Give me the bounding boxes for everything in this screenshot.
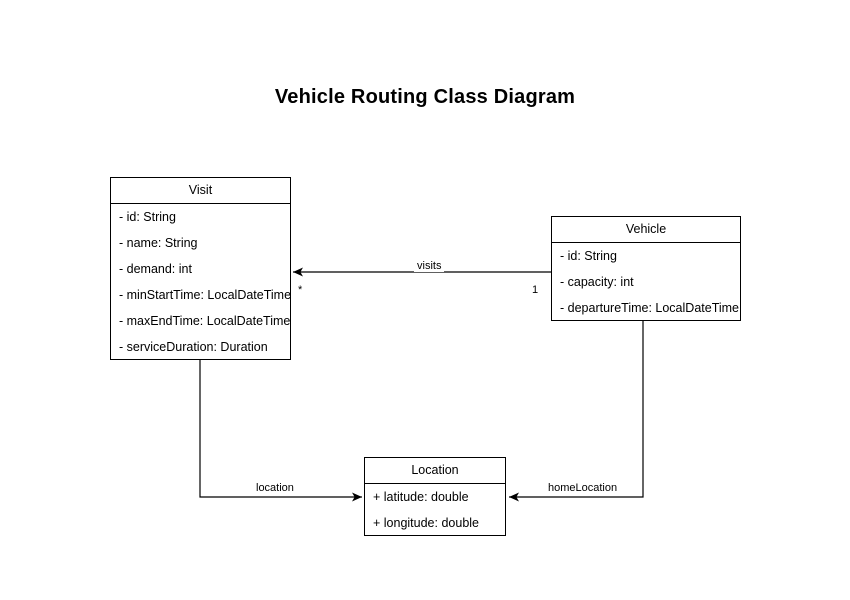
class-attributes-vehicle: - id: String - capacity: int - departure… xyxy=(552,243,740,321)
class-attribute: - maxEndTime: LocalDateTime xyxy=(119,314,291,328)
association-label-homelocation: homeLocation xyxy=(545,482,621,494)
class-attributes-location: + latitude: double + longitude: double xyxy=(365,484,505,536)
class-name-visit: Visit xyxy=(111,178,290,204)
class-attribute: - departureTime: LocalDateTime xyxy=(560,301,740,315)
class-attribute: - demand: int xyxy=(119,262,192,276)
multiplicity-visits-target: * xyxy=(298,284,303,296)
association-location-line xyxy=(199,360,362,502)
class-box-location[interactable]: Location + latitude: double + longitude:… xyxy=(364,457,506,536)
association-homelocation-line xyxy=(509,321,644,502)
class-attribute: - minStartTime: LocalDateTime xyxy=(119,288,292,302)
class-attribute: + latitude: double xyxy=(373,490,469,504)
association-label-visits: visits xyxy=(414,260,445,272)
class-name-location: Location xyxy=(365,458,505,484)
class-attribute: - id: String xyxy=(119,210,176,224)
class-attribute: - id: String xyxy=(560,249,617,263)
page-title: Vehicle Routing Class Diagram xyxy=(274,86,576,108)
class-attribute: + longitude: double xyxy=(373,516,479,530)
association-label-location: location xyxy=(253,482,297,494)
class-attribute: - capacity: int xyxy=(560,275,634,289)
class-box-visit[interactable]: Visit - id: String - name: String - dema… xyxy=(110,177,291,360)
class-attributes-visit: - id: String - name: String - demand: in… xyxy=(111,204,292,360)
class-attribute: - serviceDuration: Duration xyxy=(119,340,268,354)
class-box-vehicle[interactable]: Vehicle - id: String - capacity: int - d… xyxy=(551,216,741,321)
class-attribute: - name: String xyxy=(119,236,198,250)
multiplicity-visits-source: 1 xyxy=(532,284,539,296)
class-name-vehicle: Vehicle xyxy=(552,217,740,243)
